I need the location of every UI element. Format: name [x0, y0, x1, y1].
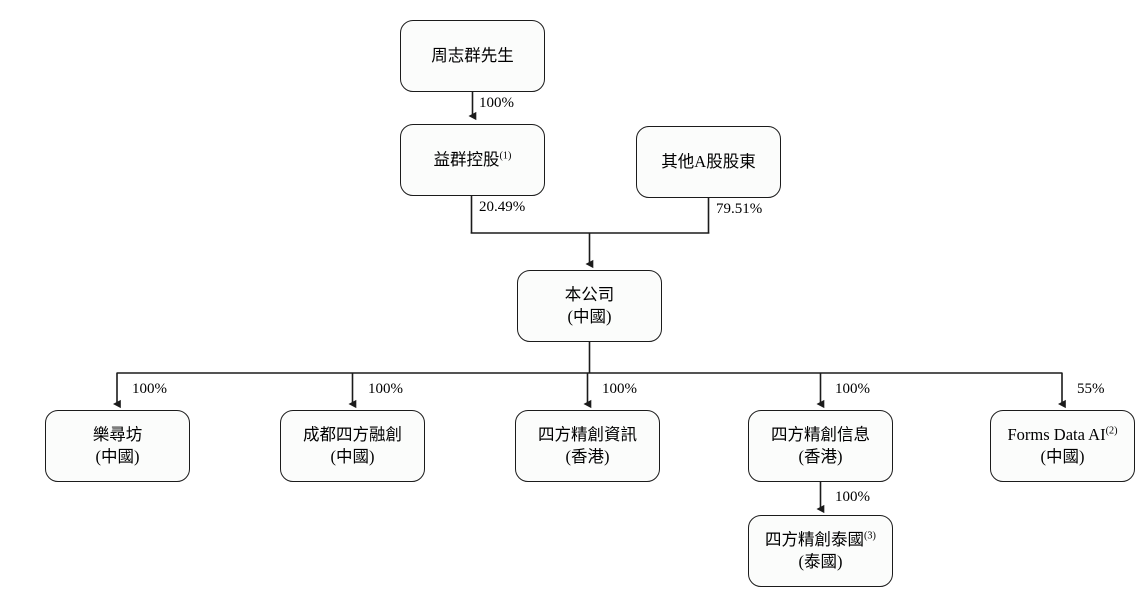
node-sifang-jingchuang-zixun-jurisdiction: (香港)	[565, 447, 610, 466]
node-sifang-jingchuang-zixun[interactable]: 四方精創資訊 (香港)	[515, 410, 660, 482]
edge-label-company-to-lexunfang: 100%	[132, 381, 167, 397]
node-sifang-jingchuang-thailand[interactable]: 四方精創泰國(3) (泰國)	[748, 515, 893, 587]
edge-label-company-to-formsdataai: 55%	[1077, 381, 1105, 397]
node-holdco[interactable]: 益群控股(1)	[400, 124, 545, 196]
node-chengdu-sifang-rongchuang[interactable]: 成都四方融創 (中國)	[280, 410, 425, 482]
footnote-marker-3: (3)	[864, 530, 876, 542]
node-company-label: 本公司	[564, 285, 615, 305]
node-other-a-shareholders[interactable]: 其他A股股東	[636, 126, 781, 198]
node-holdco-label: 益群控股	[433, 150, 500, 170]
node-founder-label: 周志群先生	[431, 46, 514, 66]
node-lexunfang-label: 樂尋坊	[92, 425, 143, 445]
node-lexunfang-jurisdiction: (中國)	[95, 447, 140, 466]
footnote-marker-2: (2)	[1105, 425, 1118, 437]
node-forms-data-ai[interactable]: Forms Data AI(2) (中國)	[990, 410, 1135, 482]
node-sifang-jingchuang-thailand-label: 四方精創泰國	[765, 530, 865, 550]
node-company[interactable]: 本公司 (中國)	[517, 270, 662, 342]
node-chengdu-sifang-rongchuang-jurisdiction: (中國)	[330, 447, 375, 466]
node-sifang-jingchuang-zixun-label: 四方精創資訊	[538, 425, 637, 445]
edge-label-xinxi-to-thailand: 100%	[835, 489, 870, 505]
node-company-jurisdiction: (中國)	[567, 307, 612, 326]
edge-label-company-to-xinxi: 100%	[835, 381, 870, 397]
edge-label-company-to-zixun: 100%	[602, 381, 637, 397]
edge-label-company-to-chengdu: 100%	[368, 381, 403, 397]
footnote-marker-1: (1)	[499, 150, 512, 162]
node-sifang-jingchuang-xinxi-jurisdiction: (香港)	[798, 447, 843, 466]
node-sifang-jingchuang-thailand-jurisdiction: (泰國)	[798, 552, 843, 571]
node-lexunfang[interactable]: 樂尋坊 (中國)	[45, 410, 190, 482]
node-founder[interactable]: 周志群先生	[400, 20, 545, 92]
node-sifang-jingchuang-xinxi[interactable]: 四方精創信息 (香港)	[748, 410, 893, 482]
node-forms-data-ai-jurisdiction: (中國)	[1040, 447, 1085, 466]
node-other-a-shareholders-label: 其他A股股東	[661, 152, 756, 172]
edge-label-founder-to-holdco: 100%	[479, 95, 514, 111]
node-forms-data-ai-label: Forms Data AI	[1007, 425, 1106, 445]
node-chengdu-sifang-rongchuang-label: 成都四方融創	[303, 425, 402, 445]
edge-label-othershareholders-to-company: 79.51%	[716, 201, 763, 217]
edge-label-holdco-to-company: 20.49%	[479, 199, 526, 215]
node-sifang-jingchuang-xinxi-label: 四方精創信息	[771, 425, 870, 445]
